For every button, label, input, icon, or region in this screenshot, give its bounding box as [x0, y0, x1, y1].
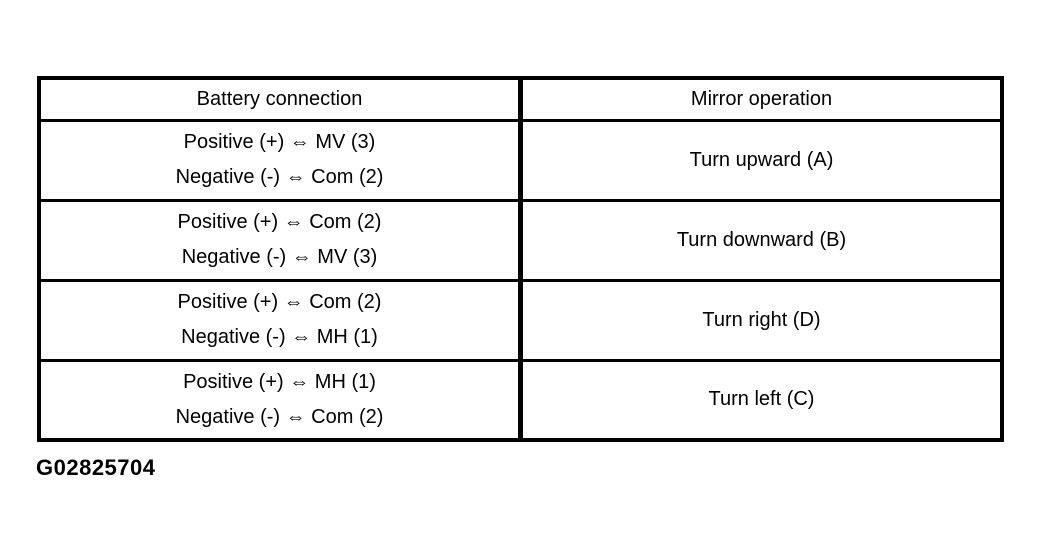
battery-positive-line: Positive (+) ⇔ Com (2)	[177, 211, 382, 233]
battery-connection-cell: Positive (+) ⇔ Com (2) Negative (-) ⇔ MH…	[37, 278, 523, 362]
column-header-battery-connection: Battery connection	[37, 76, 523, 122]
column-header-mirror-operation: Mirror operation	[519, 76, 1004, 122]
table-header-row: Battery connection Mirror operation	[37, 76, 1004, 122]
battery-positive-line: Positive (+) ⇔ MH (1)	[183, 370, 376, 393]
battery-negative-line: Negative (-) ⇔ MH (1)	[181, 326, 378, 348]
battery-negative-line: Negative (-) ⇔ Com (2)	[175, 166, 384, 188]
battery-connection-cell: Positive (+) ⇔ MV (3) Negative (-) ⇔ Com…	[37, 118, 523, 202]
battery-connection-cell: Positive (+) ⇔ MH (1) Negative (-) ⇔ Com…	[37, 358, 523, 442]
mirror-operation-cell: Turn upward (A)	[519, 118, 1004, 202]
battery-negative-line: Negative (-) ⇔ MV (3)	[181, 246, 378, 268]
battery-positive-line: Positive (+) ⇔ MV (3)	[183, 131, 376, 153]
table-row: Positive (+) ⇔ MV (3) Negative (-) ⇔ Com…	[37, 118, 1004, 202]
table-row: Positive (+) ⇔ MH (1) Negative (-) ⇔ Com…	[37, 358, 1004, 442]
mirror-operation-label: Turn upward (A)	[689, 148, 834, 171]
table-row: Positive (+) ⇔ Com (2) Negative (-) ⇔ MH…	[37, 278, 1004, 362]
battery-negative-line: Negative (-) ⇔ Com (2)	[175, 405, 384, 428]
mirror-operation-label: Turn downward (B)	[676, 228, 847, 251]
battery-positive-line: Positive (+) ⇔ Com (2)	[177, 291, 382, 313]
table-row: Positive (+) ⇔ Com (2) Negative (-) ⇔ MV…	[37, 198, 1004, 282]
mirror-operation-cell: Turn left (C)	[519, 358, 1004, 442]
mirror-operation-label: Turn left (C)	[708, 388, 815, 411]
mirror-operation-cell: Turn downward (B)	[519, 198, 1004, 282]
figure-id: G02825704	[36, 455, 156, 480]
battery-connection-cell: Positive (+) ⇔ Com (2) Negative (-) ⇔ MV…	[37, 198, 523, 282]
battery-mirror-table: Battery connection Mirror operation Posi…	[37, 76, 1004, 442]
mirror-operation-label: Turn right (D)	[702, 308, 821, 331]
mirror-operation-cell: Turn right (D)	[519, 278, 1004, 362]
